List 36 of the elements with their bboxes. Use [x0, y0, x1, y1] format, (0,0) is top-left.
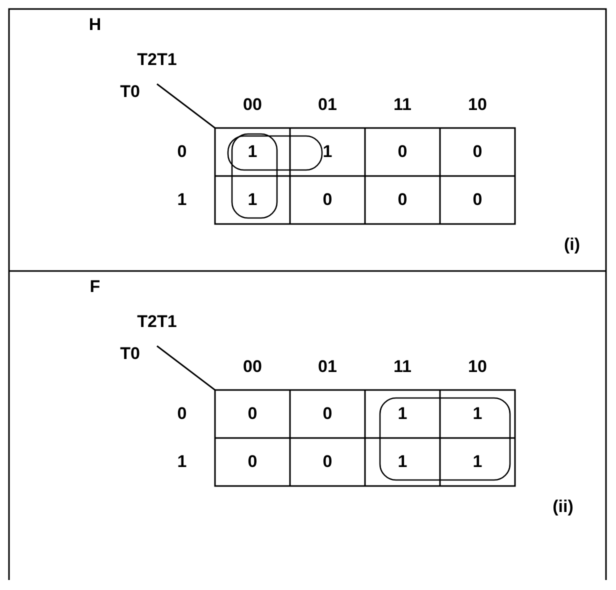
row-variable: T0: [120, 344, 140, 364]
row-header: 1: [177, 452, 187, 472]
column-header: 10: [468, 95, 487, 115]
cell-value: 0: [248, 452, 258, 472]
column-header: 10: [468, 357, 487, 377]
column-header: 00: [243, 357, 262, 377]
row-variable: T0: [120, 82, 140, 102]
row-header: 0: [177, 142, 187, 162]
cell-value: 1: [472, 452, 482, 472]
cell-value: 0: [398, 190, 408, 210]
cell-value: 0: [472, 142, 482, 162]
cell-value: 1: [248, 142, 258, 162]
map-name: F: [90, 277, 100, 297]
cell-value: 1: [472, 404, 482, 424]
cell-value: 0: [472, 190, 482, 210]
cell-value: 0: [398, 142, 408, 162]
column-header: 01: [318, 95, 337, 115]
column-header: 11: [394, 95, 412, 115]
cell-value: 1: [322, 142, 332, 162]
cell-value: 0: [322, 190, 332, 210]
cell-value: 1: [398, 452, 408, 472]
cell-value: 1: [398, 404, 408, 424]
cell-value: 1: [248, 190, 258, 210]
map-number: (ii): [552, 497, 574, 517]
cell-value: 0: [322, 452, 332, 472]
cell-value: 0: [248, 404, 258, 424]
column-header: 00: [243, 95, 262, 115]
cell-value: 0: [322, 404, 332, 424]
map-name: H: [88, 15, 102, 35]
map-number: (i): [564, 235, 580, 255]
row-header: 1: [177, 190, 187, 210]
column-header: 11: [394, 357, 412, 377]
column-header: 01: [318, 357, 337, 377]
column-variables: T2T1: [137, 312, 177, 332]
row-header: 0: [177, 404, 187, 424]
column-variables: T2T1: [137, 50, 177, 70]
